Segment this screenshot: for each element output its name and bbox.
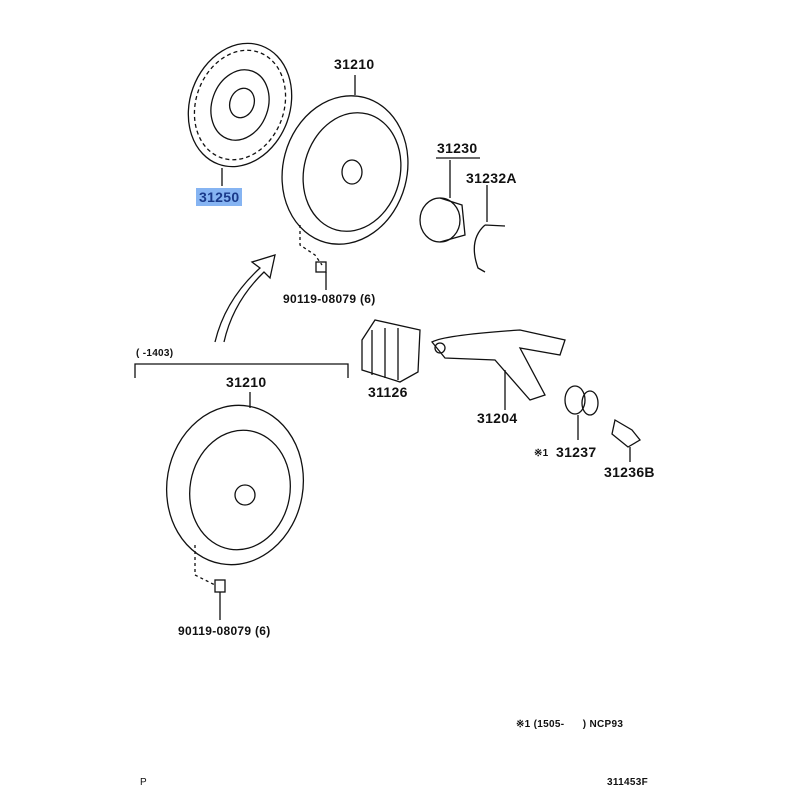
part-label-31204[interactable]: 31204 [477, 410, 518, 426]
part-label-31250[interactable]: 31250 [196, 188, 243, 206]
clutch-disc-illustration [187, 42, 293, 186]
release-bearing-illustration [419, 157, 506, 273]
clutch-cover-lower-illustration [165, 392, 305, 620]
range-label: ( -1403) [136, 348, 174, 359]
page-marker: P [140, 777, 147, 788]
part-label-31236B[interactable]: 31236B [604, 464, 655, 480]
arrow-shape [214, 254, 276, 343]
part-label-31210-lower[interactable]: 31210 [226, 374, 267, 390]
part-label-bolt-lower[interactable]: 90119-08079 (6) [178, 624, 271, 638]
part-label-31230[interactable]: 31230 [437, 140, 478, 156]
part-label-31210-upper[interactable]: 31210 [334, 56, 375, 72]
fork-support-illustration [564, 385, 599, 440]
footnote-mark: ※1 [534, 448, 549, 459]
footnote: ※1 (1505- ) NCP93 [516, 719, 624, 730]
part-label-31237[interactable]: 31237 [556, 444, 597, 460]
release-fork-illustration [430, 329, 566, 410]
diagram-code: 311453F [607, 777, 649, 788]
part-label-31232A[interactable]: 31232A [466, 170, 517, 186]
part-label-31126[interactable]: 31126 [368, 384, 408, 400]
part-label-bolt-upper[interactable]: 90119-08079 (6) [283, 292, 376, 306]
pivot-illustration [611, 418, 641, 462]
clutch-cover-upper-illustration [281, 75, 409, 273]
range-bracket [134, 363, 349, 378]
boot-illustration [361, 319, 421, 383]
